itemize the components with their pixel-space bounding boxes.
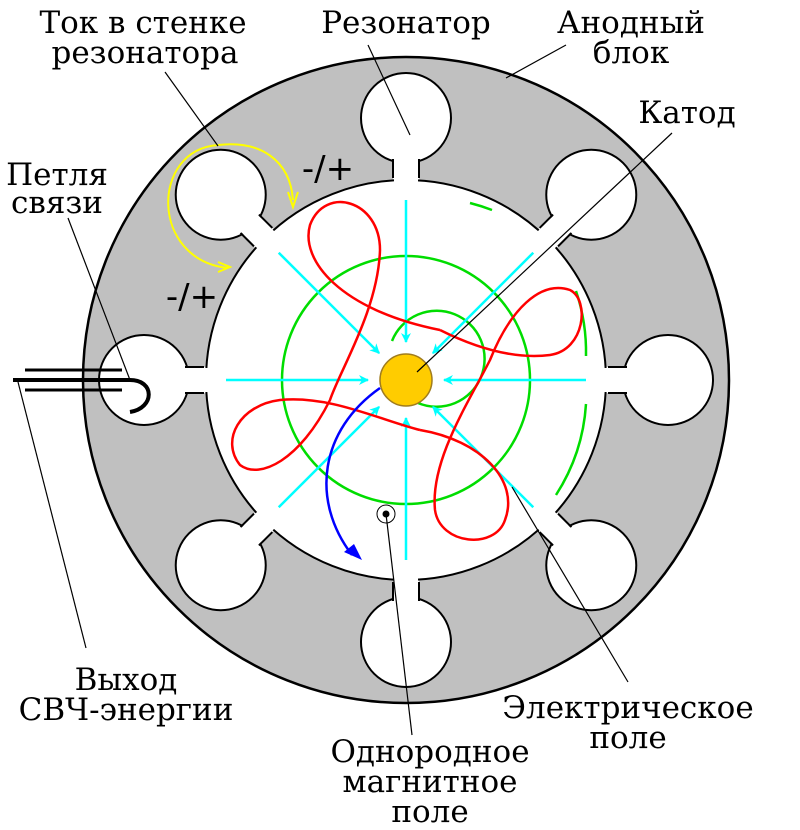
coupling-slot — [533, 507, 574, 548]
svg-text:блок: блок — [593, 35, 669, 71]
svg-text:поле: поле — [391, 794, 468, 830]
label-cathode: Катод — [638, 95, 735, 131]
coupling-slot — [598, 368, 631, 392]
label-resonator: Резонатор — [321, 5, 491, 41]
electric-field-line — [431, 251, 535, 355]
resonator-cavity — [174, 519, 267, 612]
electron-paths — [230, 200, 583, 541]
leader-lines — [17, 44, 673, 736]
coupling-slot — [533, 212, 574, 253]
svg-text:Электрическое: Электрическое — [502, 690, 753, 726]
label-resonator-wall-current: Ток в стенке резонатора — [39, 5, 246, 71]
label-coupling-loop: Петля связи — [6, 157, 108, 221]
svg-text:магнитное: магнитное — [343, 764, 518, 800]
label-electric-field: Электрическое поле — [502, 690, 753, 756]
resonator-cavity — [545, 148, 638, 241]
svg-text:Петля: Петля — [6, 157, 108, 193]
coupling-slot — [238, 212, 279, 253]
electric-field-line — [277, 251, 381, 355]
coupling-slot — [238, 507, 279, 548]
polarity-mark-left: -/+ — [166, 277, 218, 317]
resonator-cavity — [174, 148, 267, 241]
coupling-loop — [13, 368, 151, 414]
svg-text:СВЧ-энергии: СВЧ-энергии — [19, 692, 234, 728]
coupling-slot — [394, 572, 418, 605]
label-uniform-magnetic-field: Однородное магнитное поле — [330, 734, 529, 830]
coupling-slot — [181, 368, 214, 392]
svg-text:поле: поле — [589, 720, 666, 756]
svg-text:резонатора: резонатора — [51, 35, 238, 71]
label-microwave-output: Выход СВЧ-энергии — [19, 662, 234, 728]
polarity-mark-top: -/+ — [302, 149, 354, 189]
resonator-current-arrow — [167, 143, 299, 273]
coupling-slot — [394, 155, 418, 188]
svg-text:Анодный: Анодный — [557, 5, 705, 41]
svg-text:связи: связи — [11, 185, 103, 221]
svg-text:Выход: Выход — [75, 662, 178, 698]
svg-text:Однородное: Однородное — [330, 734, 529, 770]
label-anode-block: Анодный блок — [557, 5, 705, 71]
electron-drift-arrow — [325, 386, 381, 560]
svg-text:Ток в стенке: Ток в стенке — [39, 5, 246, 41]
cathode — [379, 353, 433, 407]
resonator-cavity — [545, 519, 638, 612]
